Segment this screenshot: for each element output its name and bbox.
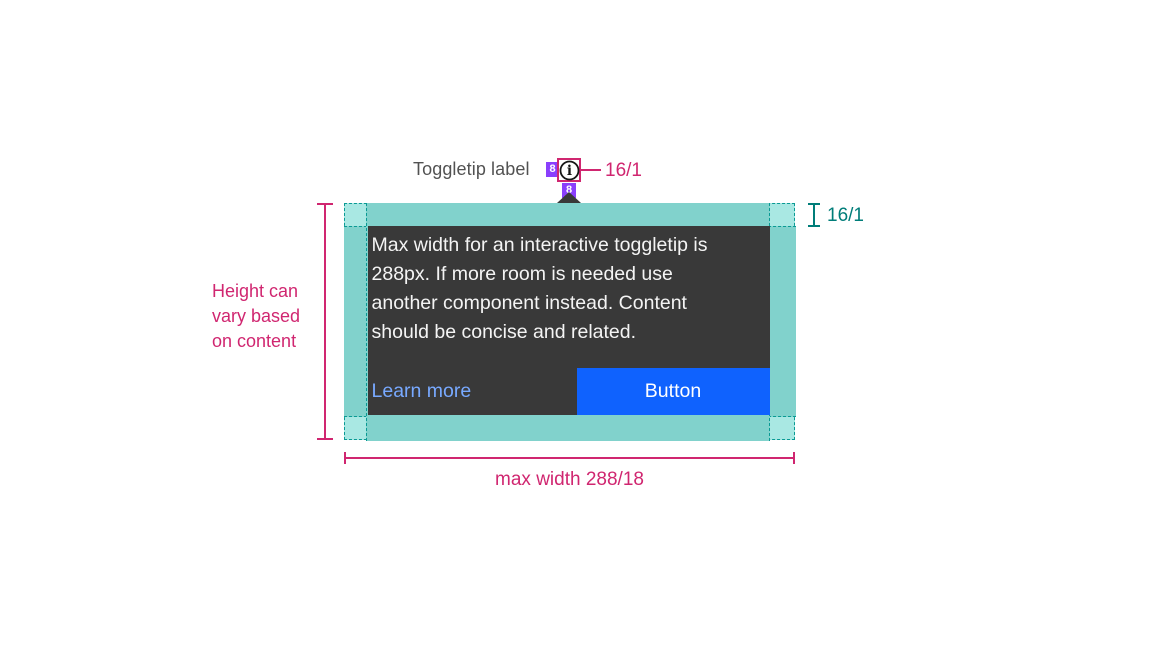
height-bracket-cap-bottom [317, 438, 333, 440]
padding-bracket-cap-bottom [808, 225, 820, 227]
height-note-line: on content [212, 331, 297, 351]
svg-text:i: i [566, 163, 571, 179]
icon-size-callout-line [581, 169, 601, 171]
toggletip-caret [557, 192, 581, 203]
padding-bracket-line [813, 203, 815, 227]
toggletip-label: Toggletip label [413, 159, 530, 179]
padding-size-label: 16/1 [827, 205, 864, 226]
learn-more-link[interactable]: Learn more [371, 379, 472, 402]
height-note: Height can vary based on content [212, 279, 300, 354]
max-width-cap-right [793, 452, 795, 464]
icon-bounds-outline: i [557, 158, 581, 182]
height-note-line: Height can [212, 281, 299, 301]
primary-button[interactable]: Button [576, 367, 770, 415]
height-bracket-line [324, 203, 326, 440]
toggletip-footer: Learn more Button [368, 367, 770, 415]
toggletip-popover: Max width for an interactive toggletip i… [367, 225, 770, 415]
spacing-overlay: Max width for an interactive toggletip i… [343, 202, 796, 441]
information-icon[interactable]: i [559, 160, 580, 181]
height-note-line: vary based [212, 306, 301, 326]
body-line: Max width for an interactive toggletip i… [371, 233, 708, 256]
max-width-line [344, 457, 795, 459]
icon-size-label: 16/1 [605, 160, 642, 181]
body-line: 288px. If more room is needed use [371, 262, 673, 285]
max-width-label: max width 288/18 [495, 469, 644, 490]
spacing-badge-8-left: 8 [546, 162, 559, 177]
body-line: should be concise and related. [371, 320, 637, 343]
body-line: another component instead. Content [371, 291, 687, 314]
toggletip-body-text: Max width for an interactive toggletip i… [368, 226, 770, 347]
